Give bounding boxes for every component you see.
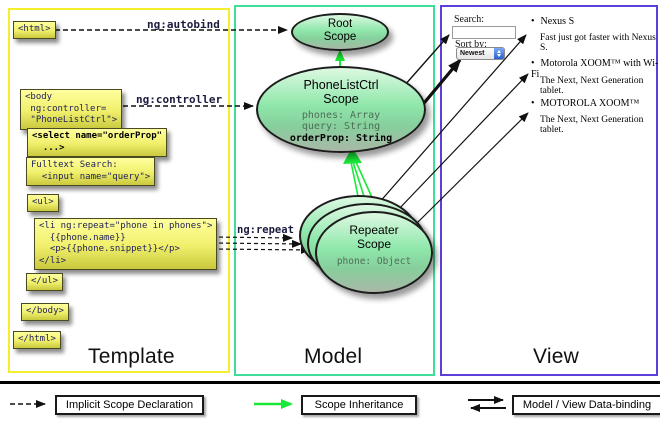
phone-item-desc: Fast just got faster with Nexus S. [540,33,656,53]
body-open-tag-box: <body ng:controller= "PhoneListCtrl"> [20,89,123,130]
legend-scope-inheritance: Scope Inheritance [301,395,417,415]
html-close-tag-box: </html> [13,331,61,349]
html-open-tag-box: <html> [13,21,56,39]
search-input[interactable] [452,26,516,39]
phonelistctrl-scope-orderprop: orderProp: String [289,132,393,144]
phone-item-name: Nexus S [531,16,575,27]
legend-implicit-scope-declaration: Implicit Scope Declaration [55,395,204,415]
root-scope-ellipse: Root Scope [291,13,389,51]
phone-item-desc: The Next, Next Generation tablet. [540,115,644,135]
ul-open-tag-box: <ul> [27,194,59,212]
phone-item-desc: The Next, Next Generation tablet. [540,76,644,96]
root-scope-title: Root Scope [323,18,357,44]
legend-double-arrow [468,396,506,412]
legend-divider [0,381,660,384]
model-column-label: Model [304,345,363,368]
sort-dropdown[interactable]: Newest [456,47,505,60]
view-column-label: View [533,345,579,368]
phonelistctrl-scope-title: PhoneListCtrl Scope [303,78,379,107]
sort-dropdown-value: Newest [460,50,485,57]
model-column [234,5,435,376]
repeater-scope-ellipse-front: Repeater Scope phone: Object [315,211,433,294]
li-repeat-tag-box: <li ng:repeat="phone in phones"> {{phone… [34,218,218,270]
legend-model-view-databinding: Model / View Data-binding [512,395,660,415]
phone-item-name: MOTOROLA XOOM™ [531,98,640,109]
sort-by-label: Sort by: [455,39,487,50]
phone-item-name: Motorola XOOM™ with Wi-Fi [531,58,660,80]
select-tag-box: <select name="orderProp" ...> [27,128,168,157]
template-column-label: Template [88,345,175,368]
ul-close-tag-box: </ul> [26,273,64,291]
search-label: Search: [454,14,484,25]
phonelistctrl-scope-ellipse: PhoneListCtrl Scope phones: Array query:… [256,66,426,153]
ng-controller-label: ng:controller [136,93,223,106]
dropdown-stepper-icon [494,48,504,59]
repeater-scope-title: Repeater Scope [349,223,399,251]
ng-repeat-label: ng:repeat [237,224,294,236]
repeater-scope-prop: phone: Object [336,255,412,267]
body-close-tag-box: </body> [21,303,69,321]
ng-autobind-label: ng:autobind [147,18,220,31]
fulltext-search-box: Fulltext Search: <input name="query"> [26,157,156,186]
phonelistctrl-scope-props: phones: Array query: String [301,109,381,133]
